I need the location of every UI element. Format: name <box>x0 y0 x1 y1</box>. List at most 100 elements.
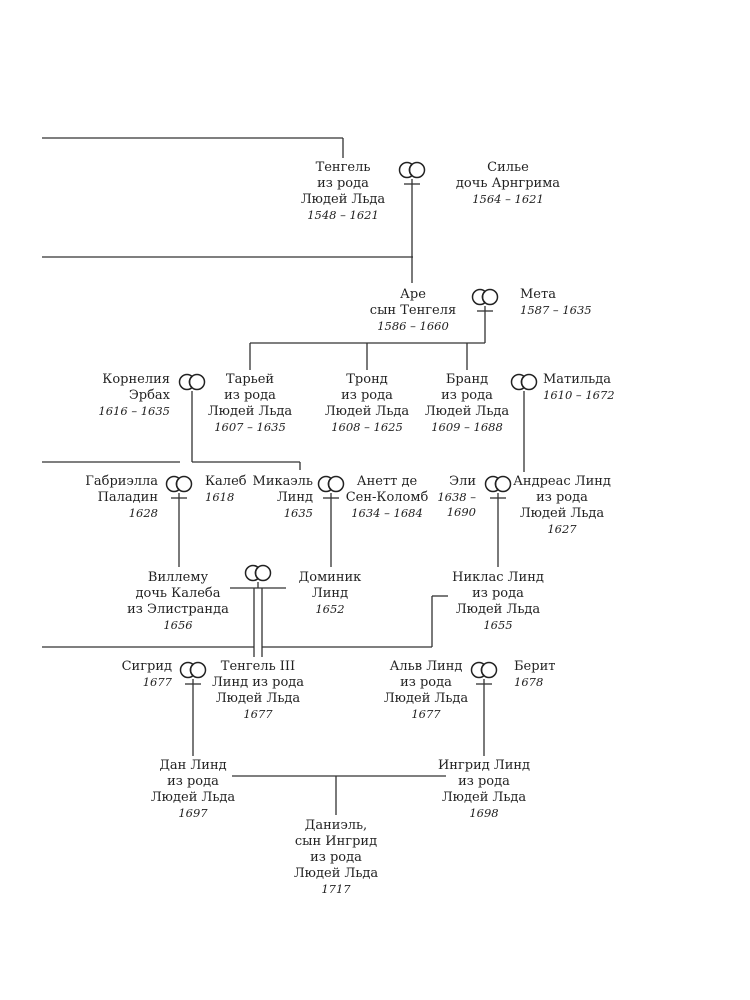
person-name-line: Тенгель III <box>220 659 296 674</box>
person-name-line: Паладин <box>97 490 158 505</box>
person-name-line: Людей Льда <box>455 602 541 617</box>
person-dates: 1655 <box>483 618 513 632</box>
person-name-line: Андреас Линд <box>513 474 611 489</box>
person-name-line: Сен-Коломб <box>345 490 429 505</box>
person-name-line: Бранд <box>445 372 489 387</box>
person-dates: 1638 – 1690 <box>437 490 476 519</box>
person-name-line: Людей Льда <box>424 404 510 419</box>
person-name-line: Ингрид Линд <box>437 758 531 773</box>
person-name-line: Корнелия <box>102 372 170 387</box>
person-dates: 1698 <box>469 806 499 820</box>
marriage-rings-icon <box>179 661 207 679</box>
person-dates: 1628 <box>128 506 158 520</box>
marriage-rings-icon <box>471 288 499 306</box>
person-name-line: Линд <box>276 490 313 505</box>
marriage-rings-icon <box>244 564 272 582</box>
person-dates: 1635 <box>283 506 313 520</box>
person-name-line: Линд из рода <box>211 675 305 690</box>
person-name-line: Силье <box>487 160 529 175</box>
person-name-line: из рода <box>441 388 493 403</box>
person-dates: 1607 – 1635 <box>214 420 286 434</box>
person-dates: 1634 – 1684 <box>351 506 423 520</box>
person-dates: 1616 – 1635 <box>98 404 170 418</box>
person-dates: 1548 – 1621 <box>307 208 379 222</box>
person-dates: 1677 <box>142 675 172 689</box>
person-dates: 1564 – 1621 <box>472 192 544 206</box>
person-name-line: из рода <box>167 774 219 789</box>
person-name-line: Берит <box>514 659 556 674</box>
person-name-line: Людей Льда <box>300 192 386 207</box>
person-name-line: Людей Льда <box>441 790 527 805</box>
person-dates: 1610 – 1672 <box>543 388 615 402</box>
person-name-line: Матильда <box>543 372 612 387</box>
person-name-line: из рода <box>341 388 393 403</box>
person-name-line: Линд <box>311 586 349 601</box>
person-name-line: из рода <box>458 774 510 789</box>
marriage-rings-icon <box>317 475 345 493</box>
person-name-line: дочь Калеба <box>135 586 221 601</box>
person-name-line: Доминик <box>298 570 362 585</box>
person-name-line: из рода <box>536 490 588 505</box>
person-name-line: Габриэлла <box>85 474 158 489</box>
person-name-line: Людей Льда <box>150 790 236 805</box>
person-name-line: Сигрид <box>121 659 172 674</box>
person-dates: 1609 – 1688 <box>431 420 503 434</box>
person-name-line: Людей Льда <box>293 866 379 881</box>
person-name-line: Калеб <box>205 474 247 489</box>
person-dates: 1677 <box>411 707 441 721</box>
marriage-rings-icon <box>165 475 193 493</box>
marriage-rings-icon <box>484 475 512 493</box>
person-name-line: Анетт де <box>356 474 418 489</box>
person-name-line: Эли <box>449 474 476 489</box>
person-name-line: Людей Льда <box>215 691 301 706</box>
person-name-line: Микаэль <box>252 474 313 489</box>
person-name-line: дочь Арнгрима <box>455 176 561 191</box>
person-name-line: Людей Льда <box>383 691 469 706</box>
person-name-line: Людей Льда <box>519 506 605 521</box>
person-name-line: Людей Льда <box>324 404 410 419</box>
person-name-line: Дан Линд <box>159 758 227 773</box>
person-name-line: из рода <box>224 388 276 403</box>
person-dates: 1587 – 1635 <box>520 303 592 317</box>
person-dates: 1652 <box>315 602 345 616</box>
person-name-line: из рода <box>472 586 524 601</box>
person-name-line: Эрбах <box>128 388 170 403</box>
person-name-line: Мета <box>520 287 556 302</box>
person-name-line: Людей Льда <box>207 404 293 419</box>
person-name-line: из Элистранда <box>127 602 229 617</box>
person-name-line: Виллему <box>147 570 209 585</box>
person-dates: 1656 <box>163 618 193 632</box>
person-name-line: из рода <box>317 176 369 191</box>
person-dates: 1717 <box>321 882 351 896</box>
person-dates: 1608 – 1625 <box>331 420 403 434</box>
person-name-line: Аре <box>400 287 426 302</box>
person-dates: 1678 <box>514 675 544 689</box>
person-dates: 1677 <box>243 707 273 721</box>
person-name-line: из рода <box>400 675 452 690</box>
person-name-line: Тенгель <box>315 160 371 175</box>
marriage-rings-icon <box>470 661 498 679</box>
person-name-line: Альв Линд <box>389 659 463 674</box>
person-name-line: сын Тенгеля <box>369 303 457 318</box>
